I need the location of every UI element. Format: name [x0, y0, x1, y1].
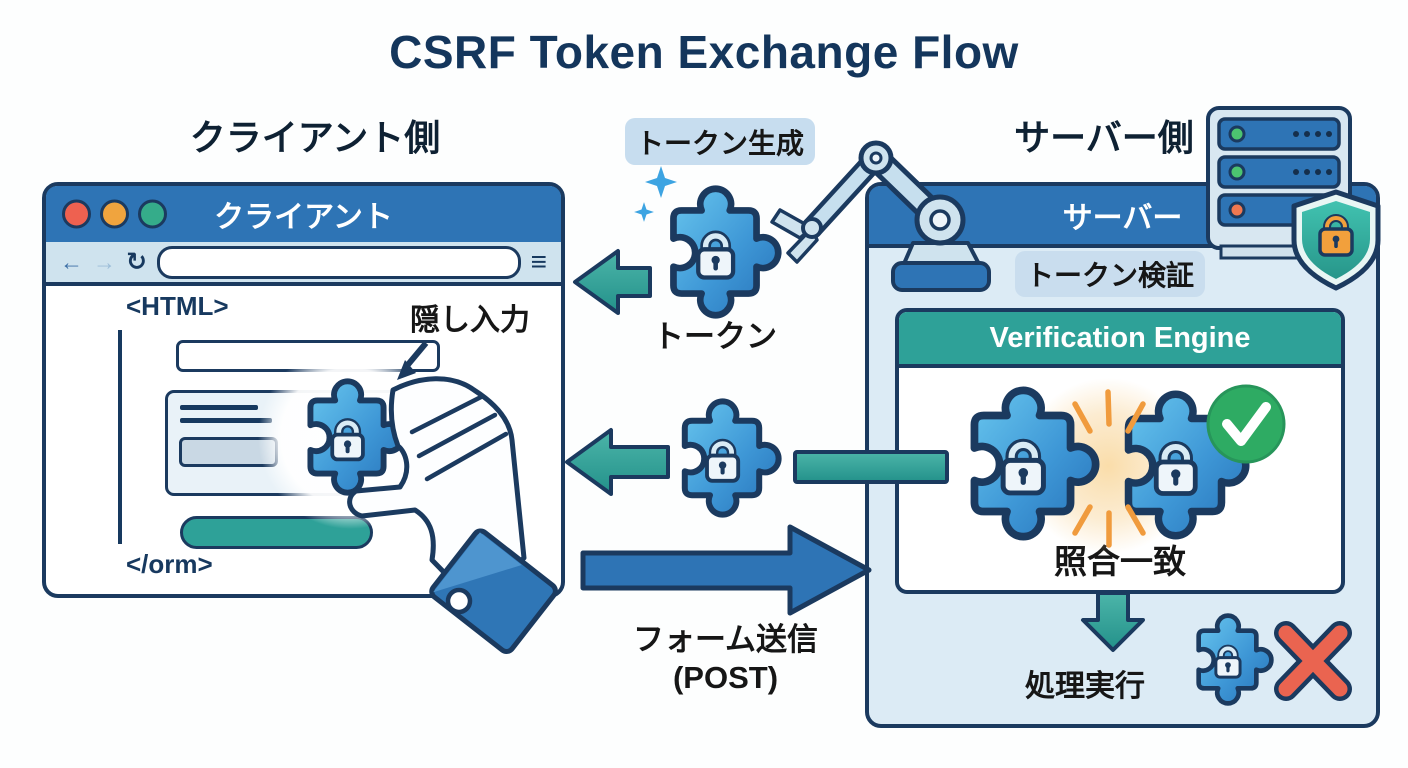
client-window-title: クライアント	[214, 201, 393, 234]
server-side-label: サーバー側	[1014, 117, 1194, 158]
token-label: トークン	[653, 318, 777, 354]
verification-engine-title: Verification Engine	[899, 312, 1341, 368]
client-side-label: クライアント側	[189, 117, 441, 158]
form-post-arrow-icon	[580, 524, 872, 616]
refresh-icon: ↻	[126, 247, 147, 276]
html-open-tag: <HTML>	[126, 291, 229, 321]
server-window-titlebar: サーバー	[869, 186, 1376, 248]
code-bracket-line	[118, 330, 122, 544]
browser-toolbar: ← → ↻ ≡	[46, 242, 561, 286]
server-window-title: サーバー	[1062, 202, 1183, 235]
form-inner-input	[179, 437, 278, 467]
sparkle-icon	[634, 202, 654, 222]
forward-icon: →	[93, 248, 116, 275]
token-verification-badge: トークン検証	[1015, 251, 1205, 297]
process-execute-label: 処理実行	[1025, 670, 1145, 703]
sparkle-icon	[645, 166, 677, 198]
token-to-client-arrow-icon	[573, 249, 652, 315]
form-submit-method: (POST)	[672, 660, 779, 695]
back-icon: ←	[60, 248, 83, 275]
generated-token-puzzle-icon	[673, 189, 778, 315]
form-text-line	[180, 405, 258, 410]
token-generation-badge: トークン生成	[625, 118, 815, 165]
traffic-light-green-icon	[138, 199, 167, 229]
form-close-tag: </orm>	[126, 549, 213, 579]
client-window-titlebar: クライアント	[46, 186, 561, 246]
traffic-lights	[62, 199, 167, 229]
form-panel	[165, 390, 407, 496]
traffic-light-red-icon	[62, 199, 91, 229]
form-text-input	[176, 340, 440, 372]
menu-icon: ≡	[530, 246, 547, 277]
form-submit-label: フォーム送信	[632, 621, 819, 657]
match-result-label: 照合一致	[1054, 543, 1186, 580]
page-title: CSRF Token Exchange Flow	[389, 26, 1019, 78]
server-to-client-arrow-icon	[565, 428, 670, 496]
hidden-input-label: 隠し入力	[410, 304, 530, 337]
address-bar	[156, 245, 521, 279]
middle-token-puzzle-icon	[685, 401, 779, 514]
form-submit-button	[180, 516, 373, 549]
traffic-light-yellow-icon	[100, 199, 129, 229]
form-text-line	[180, 418, 272, 423]
